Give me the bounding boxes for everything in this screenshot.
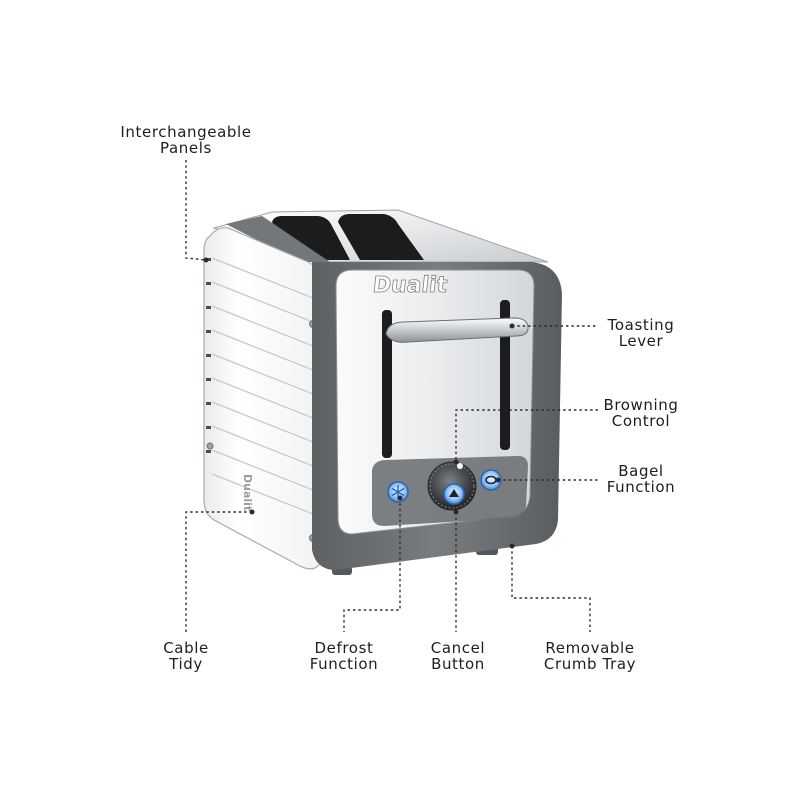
label-line: Function [309, 655, 379, 673]
toasting-lever[interactable] [385, 317, 529, 343]
leader-dots [203, 257, 515, 549]
lever-slot-right [500, 300, 510, 450]
label-line: Button [431, 655, 485, 673]
label-line: Bagel [618, 462, 664, 480]
cancel-button[interactable] [443, 483, 465, 505]
leader-browning-control [455, 409, 598, 462]
label-line: Defrost [314, 639, 374, 657]
front-logo: Dualit [372, 273, 449, 298]
side-panel-grooves [211, 257, 319, 517]
bagel-button[interactable] [480, 469, 502, 491]
label-line: Tidy [169, 655, 203, 673]
label-line: Cable [163, 639, 209, 657]
label-line: Control [611, 412, 671, 430]
label-line: Function [606, 478, 676, 496]
grey-top-band [226, 216, 330, 262]
label-toasting-lever: Toasting Lever [588, 317, 694, 349]
label-cancel-button: Cancel Button [412, 640, 504, 672]
leader-removable-crumb-tray [511, 546, 591, 632]
toaster: Dualit Dualit [203, 209, 562, 575]
side-panel-notches [206, 258, 211, 453]
label-line: Crumb Tray [543, 655, 637, 673]
label-line: Lever [618, 332, 664, 350]
bread-slot-right [338, 214, 424, 260]
label-line: Panels [160, 139, 212, 157]
label-bagel-function: Bagel Function [588, 463, 694, 495]
label-line: Interchangeable [120, 123, 252, 141]
label-line: Toasting [607, 316, 675, 334]
leader-cable-tidy [185, 511, 252, 632]
eject-triangle-icon [449, 489, 459, 497]
label-cable-tidy: Cable Tidy [136, 640, 236, 672]
side-logo: Dualit [241, 474, 254, 511]
label-defrost-function: Defrost Function [290, 640, 398, 672]
defrost-button[interactable] [387, 481, 409, 503]
label-browning-control: Browning Control [588, 397, 694, 429]
lever-slot-left [382, 310, 392, 458]
side-screw-left [206, 442, 214, 450]
leader-interchangeable-panels [185, 160, 207, 261]
leader-defrost-function [343, 498, 401, 632]
label-line: Cancel [430, 639, 486, 657]
label-interchangeable-panels: Interchangeable Panels [108, 124, 264, 156]
label-line: Removable [545, 639, 635, 657]
knob-indicator [457, 463, 463, 469]
label-removable-crumb-tray: Removable Crumb Tray [530, 640, 650, 672]
label-line: Browning [603, 396, 679, 414]
leader-lines [185, 160, 598, 632]
